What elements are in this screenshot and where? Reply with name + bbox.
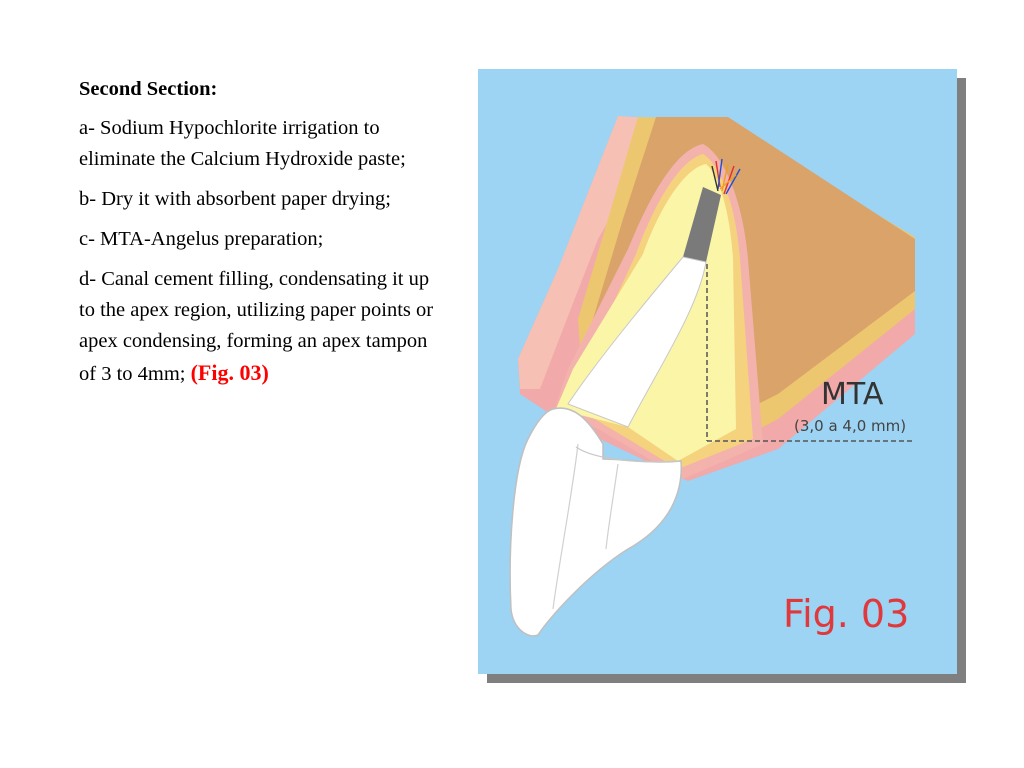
mta-measure: (3,0 a 4,0 mm) (794, 417, 906, 435)
figure-panel: MTA (3,0 a 4,0 mm) Fig. 03 (478, 69, 957, 674)
text-column: Second Section: a- Sodium Hypochlorite i… (79, 74, 439, 399)
figure: MTA (3,0 a 4,0 mm) Fig. 03 (478, 69, 968, 685)
step-b: b- Dry it with absorbent paper drying; (79, 188, 391, 210)
crown-line-incisal (605, 463, 619, 550)
step-d-text: d- Canal cement filling, condensating it… (79, 268, 434, 385)
mta-label: MTA (821, 377, 884, 412)
step-a: a- Sodium Hypochlorite irrigation to eli… (79, 117, 406, 170)
mta-plug (683, 187, 721, 262)
step-d: d- Canal cement filling, condensating it… (79, 264, 439, 390)
apex-fibers (711, 158, 741, 195)
step-c: c- MTA-Angelus preparation; (79, 228, 324, 250)
figure-caption: Fig. 03 (783, 592, 909, 636)
crown-line-vertical (552, 443, 579, 610)
figure-reference: (Fig. 03) (190, 360, 269, 385)
tooth-illustration: MTA (3,0 a 4,0 mm) Fig. 03 (509, 116, 915, 637)
crown-line-horizontal (575, 446, 679, 463)
gum-outer-band (518, 116, 668, 389)
section-heading: Second Section: (79, 78, 218, 100)
canal-filling (567, 256, 707, 428)
